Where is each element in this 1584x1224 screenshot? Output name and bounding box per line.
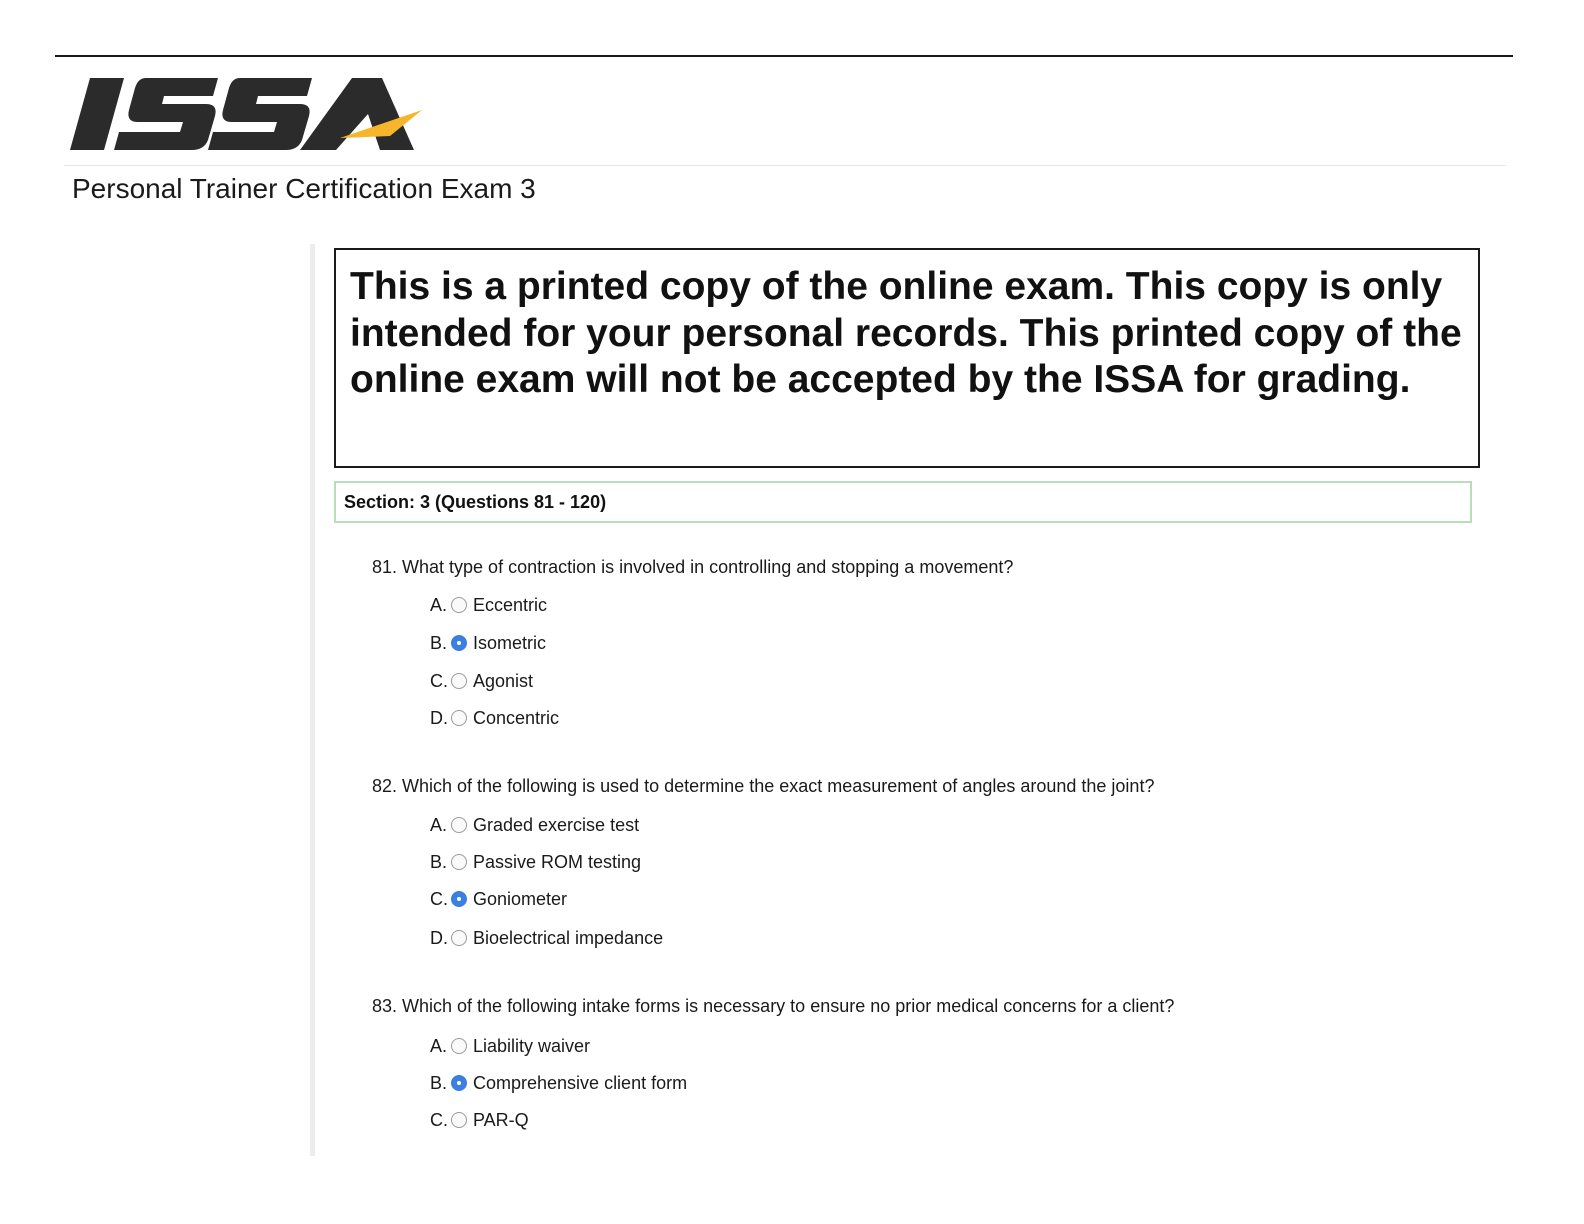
question-text: 83. Which of the following intake forms … bbox=[372, 996, 1175, 1016]
radio-button[interactable] bbox=[451, 854, 467, 870]
question-text: 82. Which of the following is used to de… bbox=[372, 776, 1155, 796]
option-letter: A. bbox=[430, 815, 448, 835]
radio-button[interactable] bbox=[451, 817, 467, 833]
option-label: Agonist bbox=[473, 671, 534, 691]
option-label: Passive ROM testing bbox=[473, 852, 642, 872]
option-letter: D. bbox=[430, 928, 448, 948]
issa-logo-graphic bbox=[70, 78, 422, 150]
answer-option-c[interactable]: C. PAR-Q bbox=[430, 1109, 529, 1131]
option-label: PAR-Q bbox=[473, 1110, 529, 1130]
answer-option-b[interactable]: B. Isometric bbox=[430, 632, 546, 654]
option-letter: A. bbox=[430, 1036, 448, 1056]
radio-button[interactable] bbox=[451, 1038, 467, 1054]
question-83: 83. Which of the following intake forms … bbox=[372, 995, 1472, 1130]
question-82: 82. Which of the following is used to de… bbox=[372, 775, 1472, 948]
answer-option-c[interactable]: C. Agonist bbox=[430, 670, 533, 692]
answer-option-d[interactable]: D. Concentric bbox=[430, 707, 559, 729]
radio-button-selected[interactable] bbox=[451, 891, 467, 907]
header-divider bbox=[64, 165, 1506, 166]
option-letter: B. bbox=[430, 633, 448, 653]
left-gutter-bar bbox=[310, 244, 315, 1156]
answer-option-a[interactable]: A. Liability waiver bbox=[430, 1035, 590, 1057]
section-header: Section: 3 (Questions 81 - 120) bbox=[334, 481, 1472, 523]
radio-button[interactable] bbox=[451, 930, 467, 946]
option-letter: C. bbox=[430, 671, 448, 691]
answer-option-b[interactable]: B. Comprehensive client form bbox=[430, 1072, 687, 1094]
answer-option-a[interactable]: A. Eccentric bbox=[430, 594, 547, 616]
option-label: Comprehensive client form bbox=[473, 1073, 688, 1093]
answer-option-d[interactable]: D. Bioelectrical impedance bbox=[430, 927, 663, 949]
option-letter: B. bbox=[430, 852, 448, 872]
option-letter: A. bbox=[430, 595, 448, 615]
radio-button[interactable] bbox=[451, 1112, 467, 1128]
answer-option-a[interactable]: A. Graded exercise test bbox=[430, 814, 639, 836]
option-label: Liability waiver bbox=[473, 1036, 591, 1056]
option-label: Eccentric bbox=[473, 595, 548, 615]
radio-button-selected[interactable] bbox=[451, 635, 467, 651]
question-81: 81. What type of contraction is involved… bbox=[372, 556, 1472, 728]
option-letter: C. bbox=[430, 1110, 448, 1130]
option-letter: C. bbox=[430, 889, 448, 909]
option-label: Graded exercise test bbox=[473, 815, 640, 835]
radio-button[interactable] bbox=[451, 710, 467, 726]
option-letter: B. bbox=[430, 1073, 448, 1093]
question-text: 81. What type of contraction is involved… bbox=[372, 557, 1014, 577]
radio-button[interactable] bbox=[451, 673, 467, 689]
issa-logo bbox=[68, 74, 424, 154]
option-label: Isometric bbox=[473, 633, 547, 653]
option-label: Concentric bbox=[473, 708, 560, 728]
top-rule bbox=[55, 55, 1513, 57]
option-label: Goniometer bbox=[473, 889, 568, 909]
answer-option-b[interactable]: B. Passive ROM testing bbox=[430, 851, 641, 873]
radio-button[interactable] bbox=[451, 597, 467, 613]
print-notice-text: This is a printed copy of the online exa… bbox=[350, 265, 1462, 401]
answer-option-c[interactable]: C. Goniometer bbox=[430, 888, 567, 910]
option-letter: D. bbox=[430, 708, 448, 728]
radio-button-selected[interactable] bbox=[451, 1075, 467, 1091]
option-label: Bioelectrical impedance bbox=[473, 928, 664, 948]
print-notice-box: This is a printed copy of the online exa… bbox=[334, 248, 1480, 468]
exam-title: Personal Trainer Certification Exam 3 bbox=[72, 173, 536, 204]
section-label: Section: 3 (Questions 81 - 120) bbox=[344, 492, 607, 512]
